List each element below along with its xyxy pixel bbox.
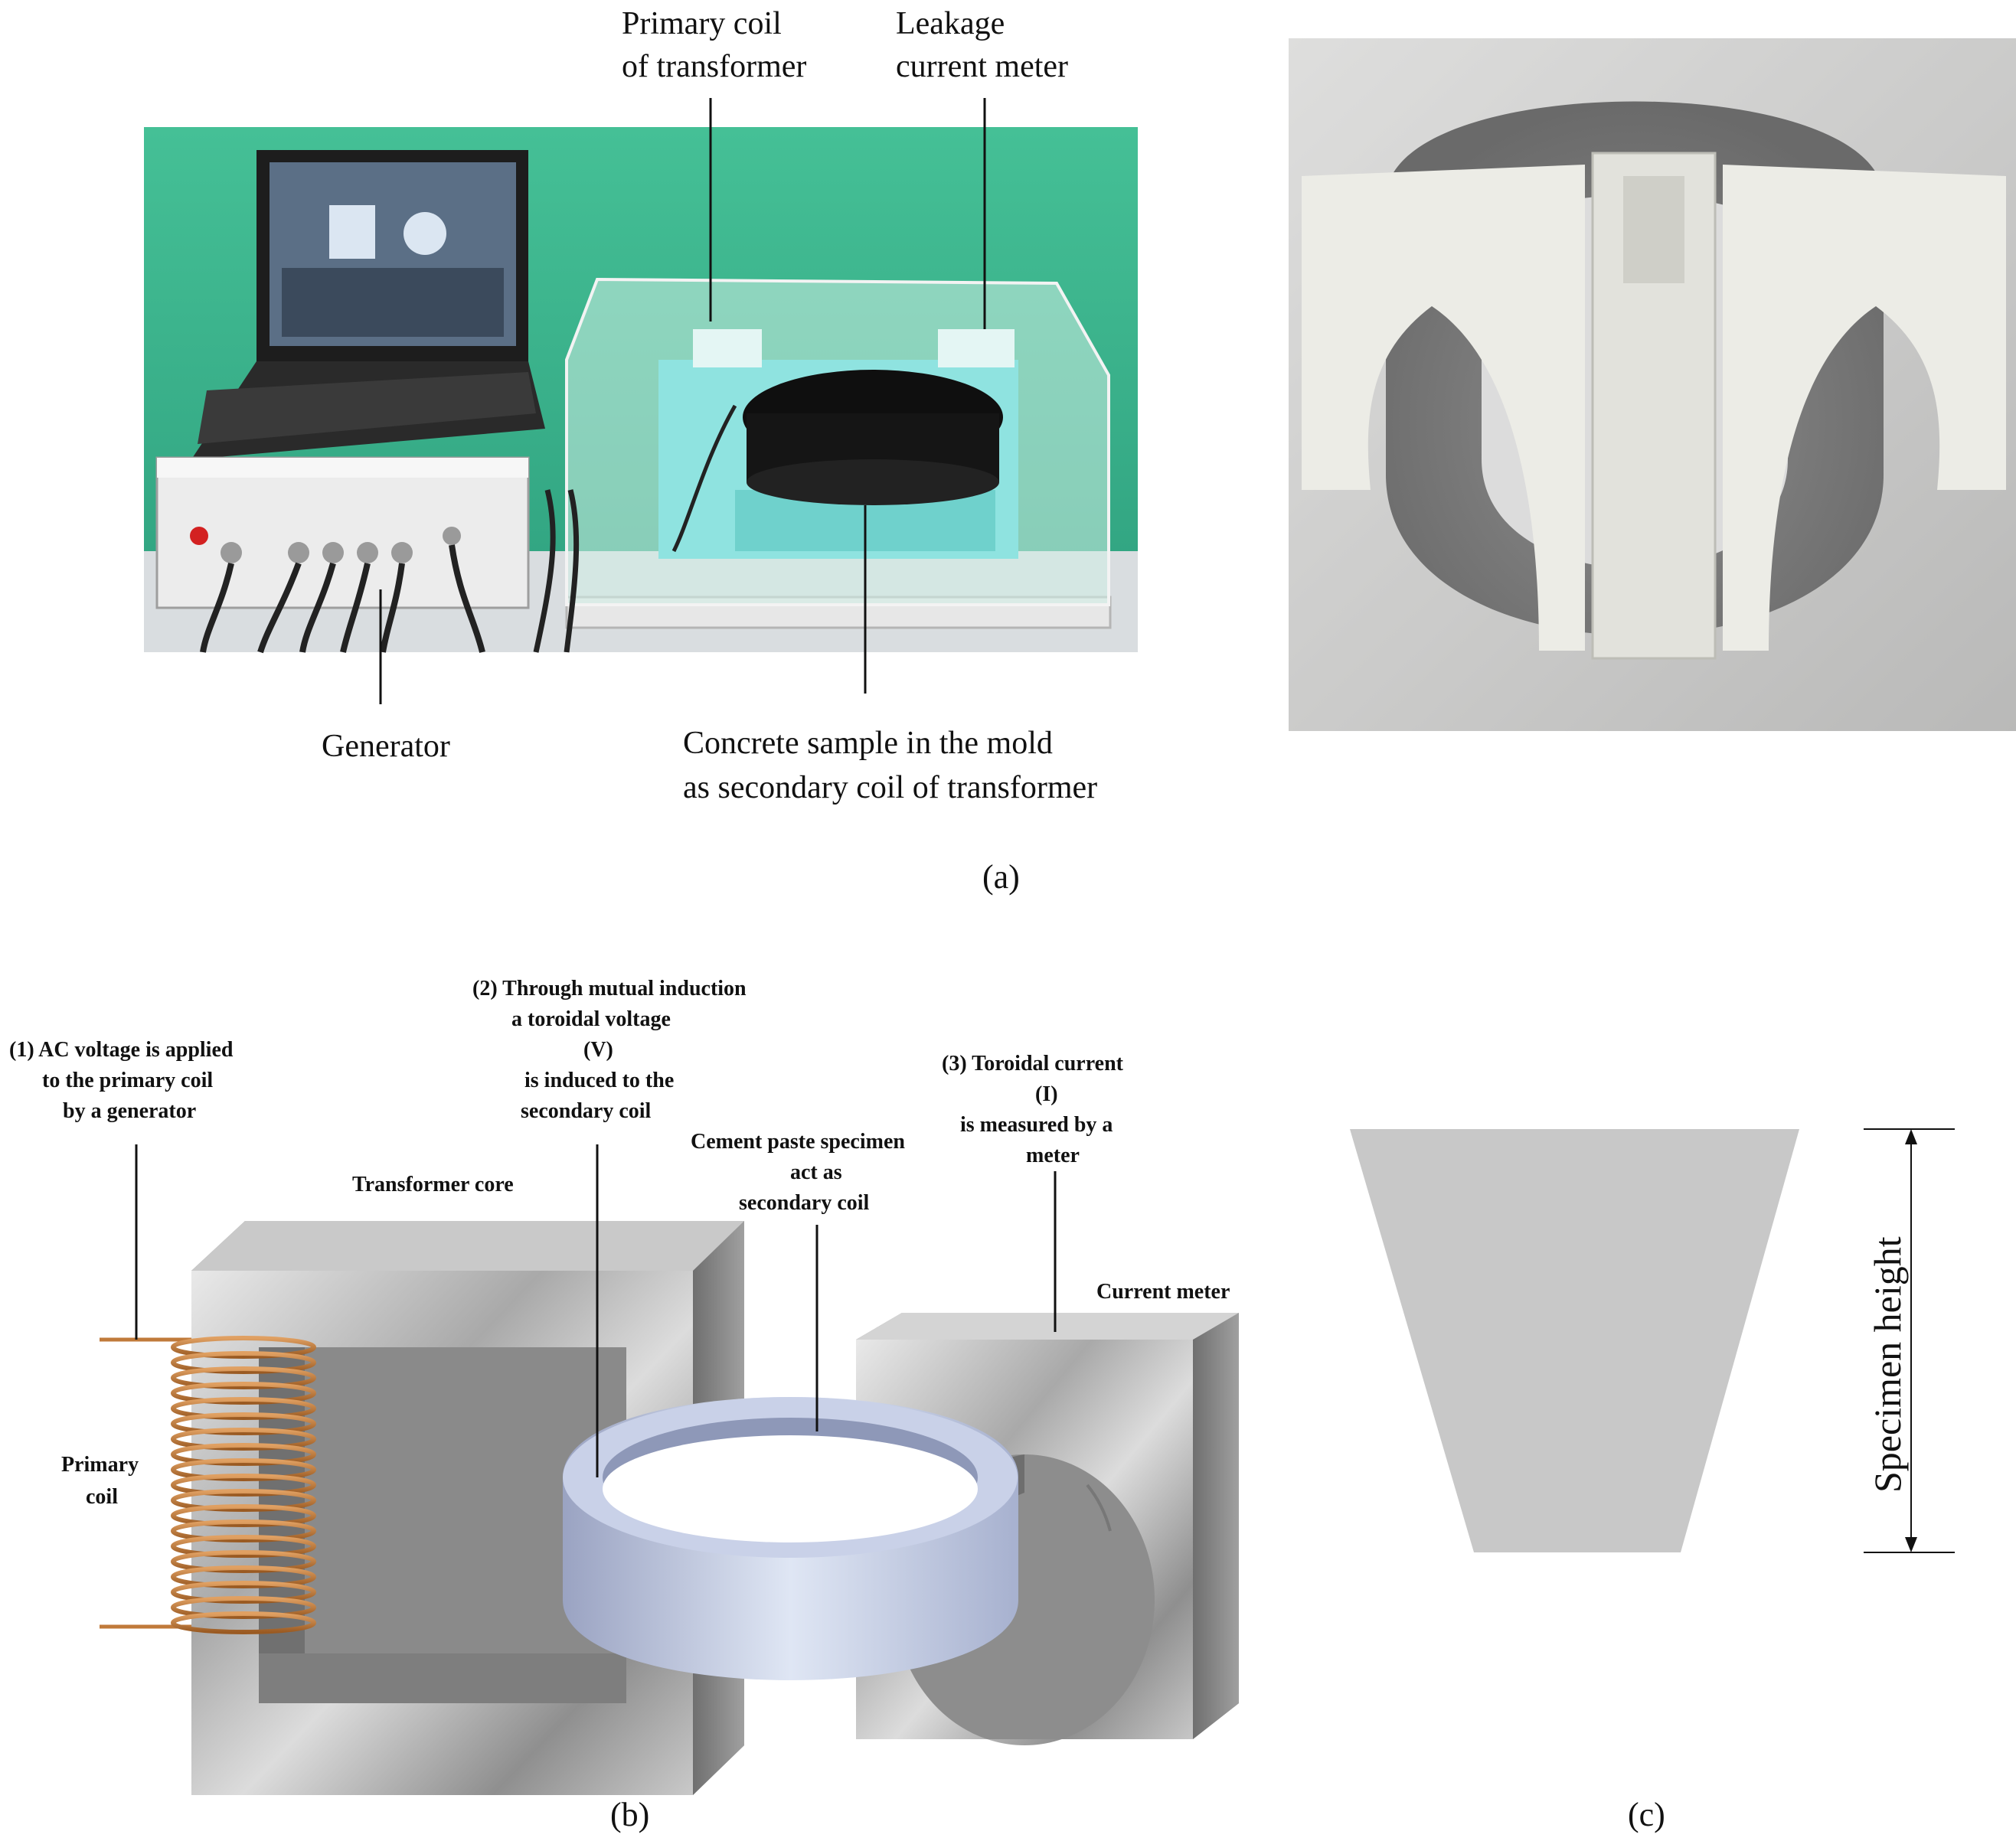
label-step2-line2: a toroidal voltage bbox=[511, 1007, 671, 1031]
cement-ring bbox=[563, 1397, 1112, 1680]
label-step1-line3: by a generator bbox=[63, 1099, 196, 1123]
laptop bbox=[191, 150, 545, 459]
label-step2-line4: is induced to the bbox=[524, 1069, 674, 1092]
label-primary-coil-b-line1: Primary bbox=[61, 1453, 139, 1477]
panel-a-mold-photo bbox=[1289, 38, 2016, 731]
label-step2-line5: secondary coil bbox=[521, 1099, 652, 1123]
label-cement-line2: act as bbox=[790, 1160, 842, 1184]
caption-a: (a) bbox=[982, 858, 1020, 896]
label-generator: Generator bbox=[322, 729, 450, 764]
panel-c-diagram: Specimen height bbox=[1350, 1128, 1955, 1553]
label-step3-line3: is measured by a bbox=[960, 1113, 1113, 1137]
white-yoke-left bbox=[1302, 165, 1585, 651]
label-step1-line1: (1) AC voltage is applied bbox=[9, 1038, 234, 1062]
height-arrow-bottom bbox=[1905, 1537, 1917, 1552]
height-arrow-top bbox=[1905, 1129, 1917, 1144]
label-concrete-sample-line1: Concrete sample in the mold bbox=[683, 726, 1053, 761]
specimen-trapezoid bbox=[1350, 1129, 1799, 1552]
label-transformer-core: Transformer core bbox=[352, 1173, 514, 1196]
label-step3-line4: meter bbox=[1026, 1144, 1080, 1167]
label-concrete-sample-line2: as secondary coil of transformer bbox=[683, 770, 1097, 805]
label-step3-line2: (I) bbox=[1035, 1082, 1058, 1106]
label-step2-line1: (2) Through mutual induction bbox=[472, 977, 747, 1000]
label-leakage-meter-line2: current meter bbox=[896, 49, 1068, 84]
label-cement-line3: secondary coil bbox=[739, 1191, 870, 1215]
test-enclosure bbox=[533, 277, 1112, 653]
label-primary-coil-line1: Primary coil bbox=[622, 6, 782, 41]
label-cement-line1: Cement paste specimen bbox=[691, 1130, 905, 1154]
label-primary-coil-line2: of transformer bbox=[622, 49, 806, 84]
generator-box bbox=[155, 456, 530, 654]
panel-a-leaders bbox=[379, 98, 986, 704]
caption-c: (c) bbox=[1628, 1796, 1665, 1833]
caption-b: (b) bbox=[610, 1796, 649, 1833]
label-specimen-height: Specimen height bbox=[1866, 1236, 1909, 1493]
label-step1-line2: to the primary coil bbox=[42, 1069, 213, 1092]
transformer-core bbox=[191, 1221, 744, 1795]
panel-b-diagram bbox=[100, 1221, 1239, 1795]
label-step3-line1: (3) Toroidal current bbox=[942, 1052, 1124, 1076]
label-leakage-meter-line1: Leakage bbox=[896, 6, 1005, 41]
label-current-meter: Current meter bbox=[1096, 1280, 1230, 1304]
primary-coil bbox=[100, 1336, 316, 1634]
label-step2-line3: (V) bbox=[583, 1038, 613, 1062]
panel-a-photo bbox=[144, 127, 1138, 654]
label-primary-coil-b-line2: coil bbox=[86, 1485, 118, 1509]
white-yoke-right bbox=[1723, 165, 2006, 651]
panel-b-leaders bbox=[135, 1144, 1057, 1477]
